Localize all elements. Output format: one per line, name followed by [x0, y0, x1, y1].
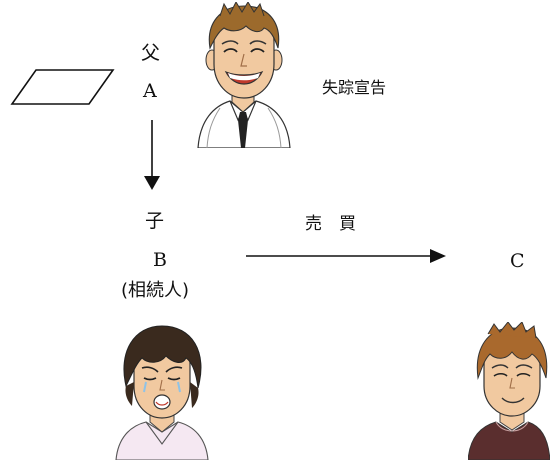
- smiling-young-man-icon: [468, 322, 550, 460]
- sale-arrowhead: [430, 249, 446, 263]
- parallelogram-icon: [10, 69, 115, 105]
- heir-label: (相続人): [121, 280, 190, 301]
- smiling-man-tie-icon: [197, 2, 291, 148]
- inheritance-arrowhead: [144, 176, 160, 190]
- father-name-label: A: [143, 80, 157, 102]
- child-role-label: 子: [145, 210, 165, 232]
- child-name-label: B: [153, 249, 167, 271]
- disappearance-declaration-label: 失踪宣告: [322, 78, 387, 97]
- crying-man-icon: [115, 325, 209, 460]
- sale-label: 売 買: [305, 214, 356, 234]
- buyer-name-label: C: [510, 250, 525, 272]
- father-role-label: 父: [141, 42, 161, 64]
